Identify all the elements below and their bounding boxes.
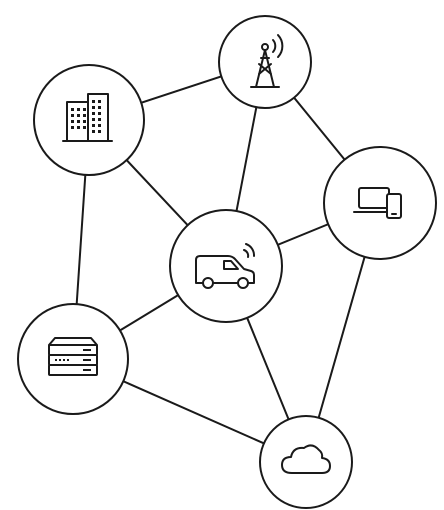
office-building-icon [62, 93, 113, 142]
node-devices [323, 146, 437, 260]
node-building [33, 64, 145, 176]
node-server [17, 303, 129, 415]
laptop-phone-icon [353, 187, 402, 219]
radio-tower-icon [250, 34, 284, 88]
cloud-icon [281, 444, 331, 474]
server-rack-icon [48, 337, 98, 376]
node-van [169, 209, 283, 323]
node-tower [218, 15, 312, 109]
node-cloud [259, 415, 353, 509]
connected-van-icon [195, 243, 255, 289]
